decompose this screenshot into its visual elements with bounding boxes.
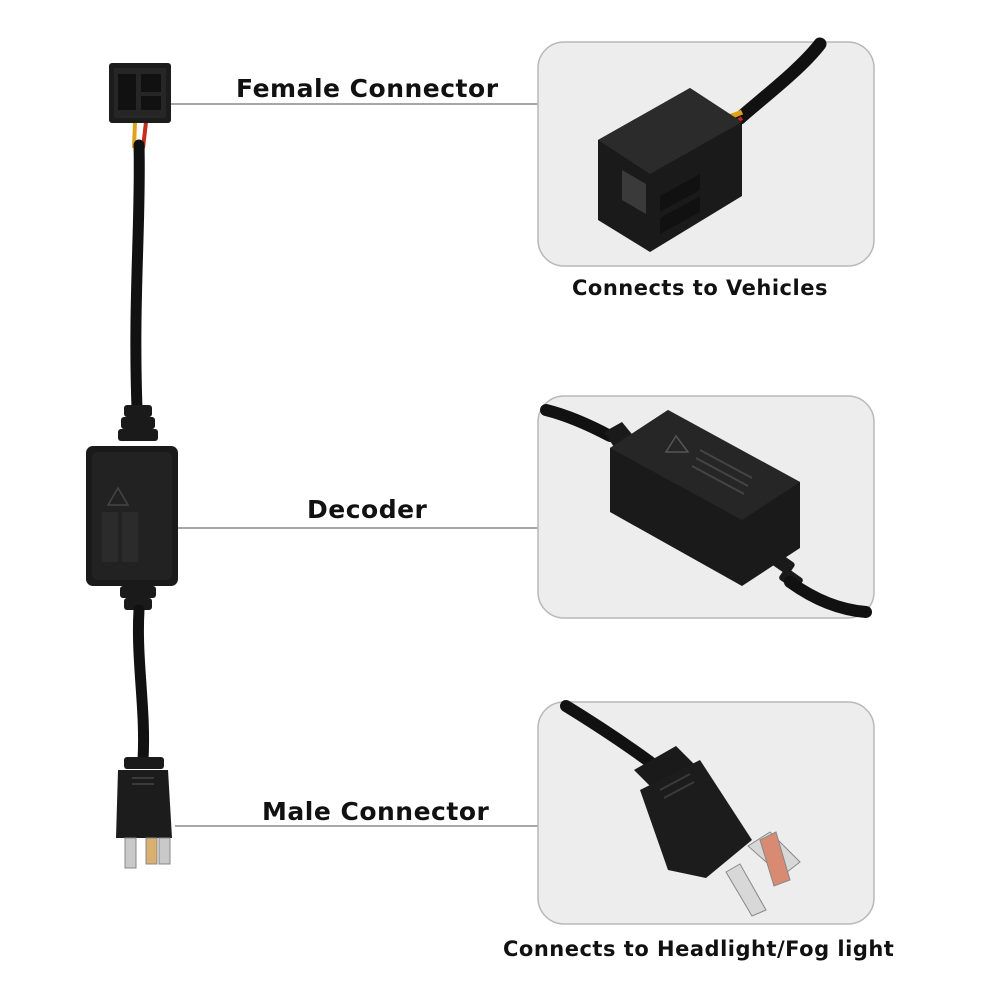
female-connector-label: Female Connector: [236, 74, 499, 103]
decoder-box: [86, 446, 178, 586]
male-connector-label: Male Connector: [262, 797, 490, 826]
harness-photo: [86, 63, 178, 869]
male-connector: [116, 757, 172, 869]
headlight-caption: Connects to Headlight/Fog light: [503, 937, 895, 961]
decoder-label: Decoder: [307, 495, 428, 524]
male-connector-detail-panel: [537, 700, 875, 925]
female-connector: [109, 63, 171, 123]
decoder-detail-panel: [537, 395, 875, 619]
vehicles-caption: Connects to Vehicles: [572, 276, 828, 300]
female-connector-detail-panel: [537, 37, 875, 267]
